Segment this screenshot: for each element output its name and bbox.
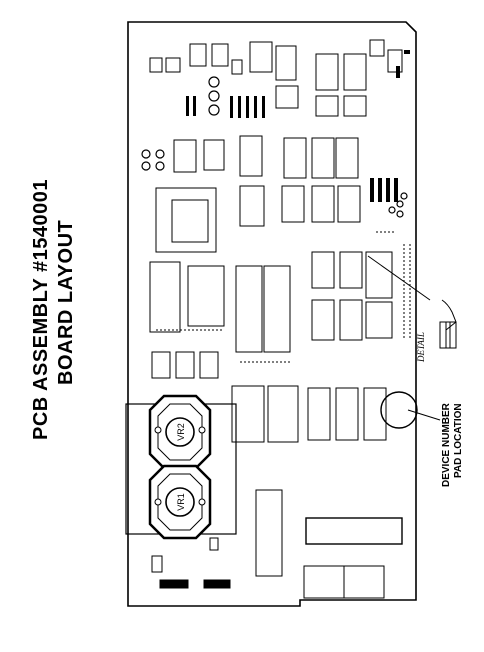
connector-pins	[156, 231, 411, 363]
regulator-vr1-label: VR1	[176, 493, 186, 511]
ic-chips-middle	[149, 135, 393, 577]
resistor-bars	[186, 50, 410, 202]
capacitor-circles	[141, 76, 408, 218]
board-outline	[127, 21, 417, 607]
pad-location-circle	[380, 391, 418, 429]
bottom-components	[151, 517, 403, 599]
detail-sketch	[439, 321, 457, 349]
callout-leaders	[367, 255, 457, 421]
upper-components	[149, 39, 403, 117]
regulator-vr1: VR1	[148, 464, 212, 540]
callout-pad-location: PAD LOCATION	[453, 403, 464, 478]
page-title: PCB ASSEMBLY #1540001	[30, 178, 52, 440]
regulator-vr2: VR2	[148, 394, 212, 470]
regulator-vr2-label: VR2	[176, 423, 186, 441]
page-subtitle: BOARD LAYOUT	[55, 219, 77, 385]
callout-device-number: DEVICE NUMBER	[441, 403, 452, 487]
detail-label: DETAIL	[416, 332, 426, 362]
